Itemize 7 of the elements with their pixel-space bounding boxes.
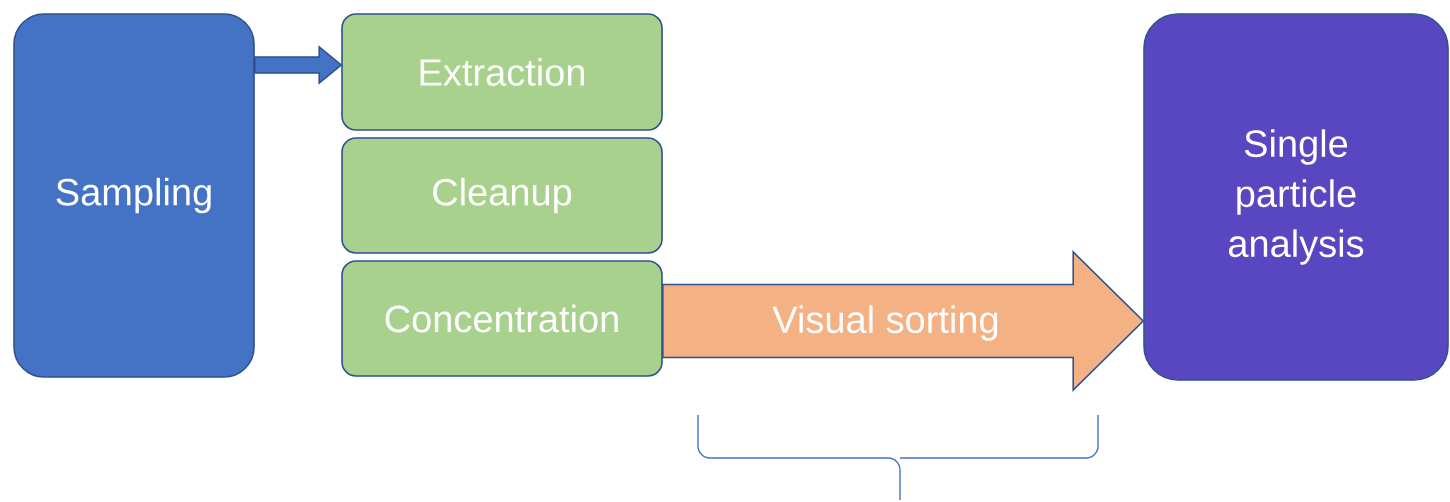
- process-box: Cleanup: [341, 137, 663, 254]
- process-box: Sampling: [13, 13, 255, 378]
- process-box: Single particle analysis: [1143, 13, 1449, 381]
- edge-label: Visual sorting: [770, 303, 1002, 343]
- process-box: Concentration: [341, 260, 663, 377]
- process-box: Extraction: [341, 13, 663, 131]
- arrow: [254, 45, 343, 85]
